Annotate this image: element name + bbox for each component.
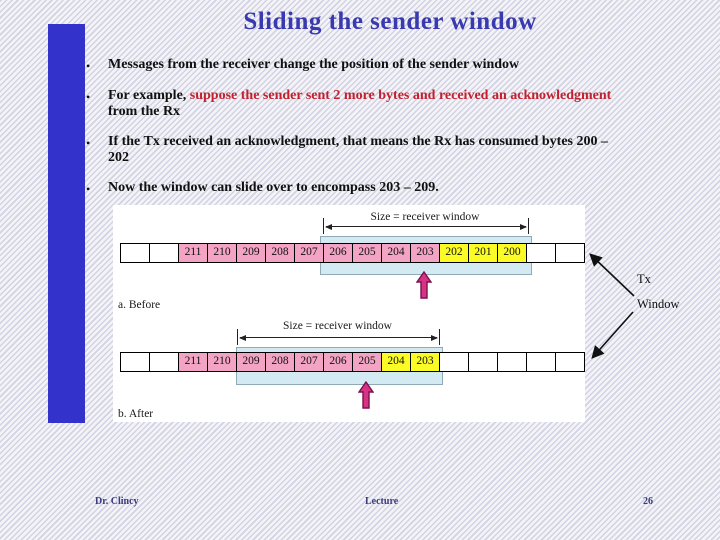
byte-cell-empty [120,352,150,372]
byte-cell-207: 207 [294,352,324,372]
bullet-item: • Messages from the receiver change the p… [86,57,702,74]
byte-cell-empty [468,352,498,372]
bullet-text: For example, suppose the sender sent 2 m… [108,88,612,119]
byte-cell-203: 203 [410,352,440,372]
bullet-text: Now the window can slide over to encompa… [108,180,439,195]
byte-cell-211: 211 [178,352,208,372]
bullet-marker: • [86,90,91,104]
footer-page-number: 26 [643,496,653,507]
before-caption: a. Before [118,299,161,311]
byte-cell-210: 210 [207,243,237,263]
tx-label: Tx [637,272,651,286]
byte-cell-empty [149,243,179,263]
byte-cell-209: 209 [236,352,266,372]
byte-cell-203: 203 [410,243,440,263]
after-caption: b. After [118,408,154,420]
bullet-item: • If the Tx received an acknowledgment, t… [86,134,702,166]
byte-cell-205: 205 [352,352,382,372]
left-accent-bar [48,24,85,423]
bullet-marker: • [86,136,91,150]
byte-cell-202: 202 [439,243,469,263]
bullet-text: Messages from the receiver change the po… [108,57,520,72]
byte-cell-empty [439,352,469,372]
byte-cell-206: 206 [323,352,353,372]
byte-cell-200: 200 [497,243,527,263]
byte-cell-205: 205 [352,243,382,263]
byte-cell-empty [555,243,585,263]
bullet-item: • For example, suppose the sender sent 2 … [86,88,702,120]
byte-cell-207: 207 [294,243,324,263]
byte-cell-208: 208 [265,352,295,372]
byte-cell-201: 201 [468,243,498,263]
byte-cell-210: 210 [207,352,237,372]
byte-cell-empty [120,243,150,263]
byte-cell-204: 204 [381,352,411,372]
byte-cell-208: 208 [265,243,295,263]
bullet-item: • Now the window can slide over to encomp… [86,180,702,197]
before-size-arrow [323,218,529,234]
byte-cell-empty [149,352,179,372]
footer-author: Dr. Clincy [95,496,139,507]
bullet-list: • Messages from the receiver change the p… [86,57,702,211]
footer-course: Lecture [365,496,399,507]
byte-cell-empty [526,243,556,263]
byte-cell-204: 204 [381,243,411,263]
before-pointer-arrow-icon [416,271,432,299]
byte-cell-empty [555,352,585,372]
byte-cell-209: 209 [236,243,266,263]
after-size-label: Size = receiver window [283,320,392,332]
byte-cell-206: 206 [323,243,353,263]
window-label: Window [637,297,680,311]
after-size-arrow [237,329,440,345]
byte-cell-211: 211 [178,243,208,263]
bullet-marker: • [86,182,91,196]
byte-cell-empty [526,352,556,372]
bullet-text: If the Tx received an acknowledgment, th… [108,134,608,165]
tx-window-arrows-icon [589,253,635,359]
after-pointer-arrow-icon [358,381,374,409]
before-size-label: Size = receiver window [370,211,480,223]
bullet-marker: • [86,59,91,73]
slide-title: Sliding the sender window [243,8,537,35]
byte-cell-empty [497,352,527,372]
